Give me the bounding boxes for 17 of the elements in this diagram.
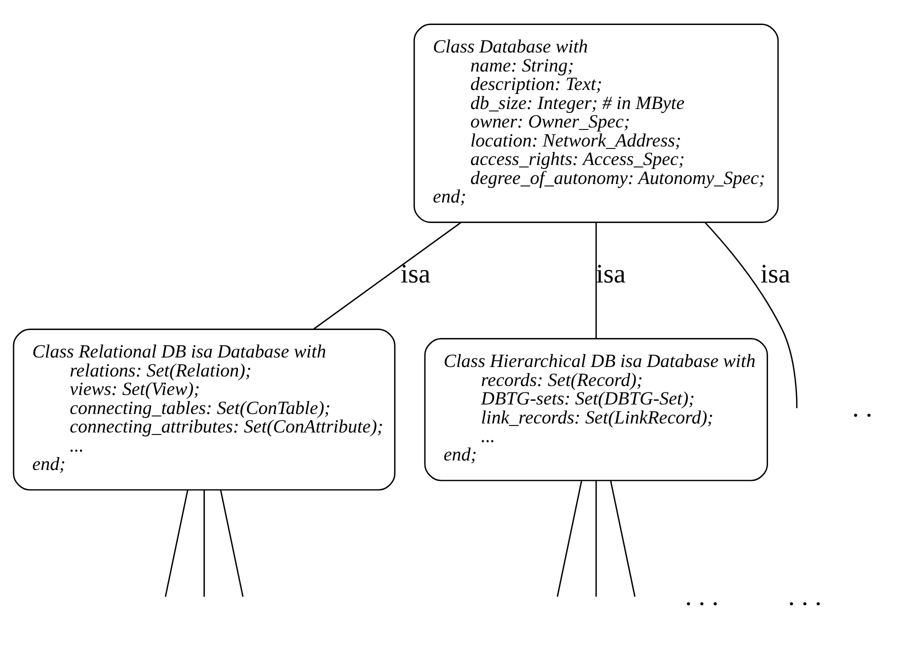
label: . . — [852, 392, 872, 422]
connector — [313, 222, 462, 330]
node-box: Class Hierarchical DB isa Database with records: Set(Record); DBTG-sets: Set(DBTG-Set); link_records: Set(LinkRecord); ... end; — [424, 338, 768, 481]
connector — [610, 480, 636, 596]
edge-label: isa — [400, 258, 430, 288]
edge-label: isa — [760, 258, 790, 288]
connector — [595, 222, 597, 338]
connector — [164, 490, 188, 596]
node-box: Class Database with name: String; description: Text; db_size: Integer; # in MByte owner: Owner_Spec; location: Network_Address; access_rights: Access_Spec; degree_of_autonomy: Autonomy_Spec; end; — [414, 23, 779, 222]
connector — [556, 480, 582, 596]
connector — [704, 221, 798, 408]
connector — [220, 490, 244, 596]
label: . . . — [788, 580, 822, 610]
label: . . . — [685, 580, 719, 610]
connector — [204, 490, 205, 596]
node-box: Class Relational DB isa Database with relations: Set(Relation); views: Set(View); connecting_tables: Set(ConTable); connecting_attributes: Set(ConAttribute); ... end; — [12, 328, 396, 490]
connector — [595, 480, 597, 596]
